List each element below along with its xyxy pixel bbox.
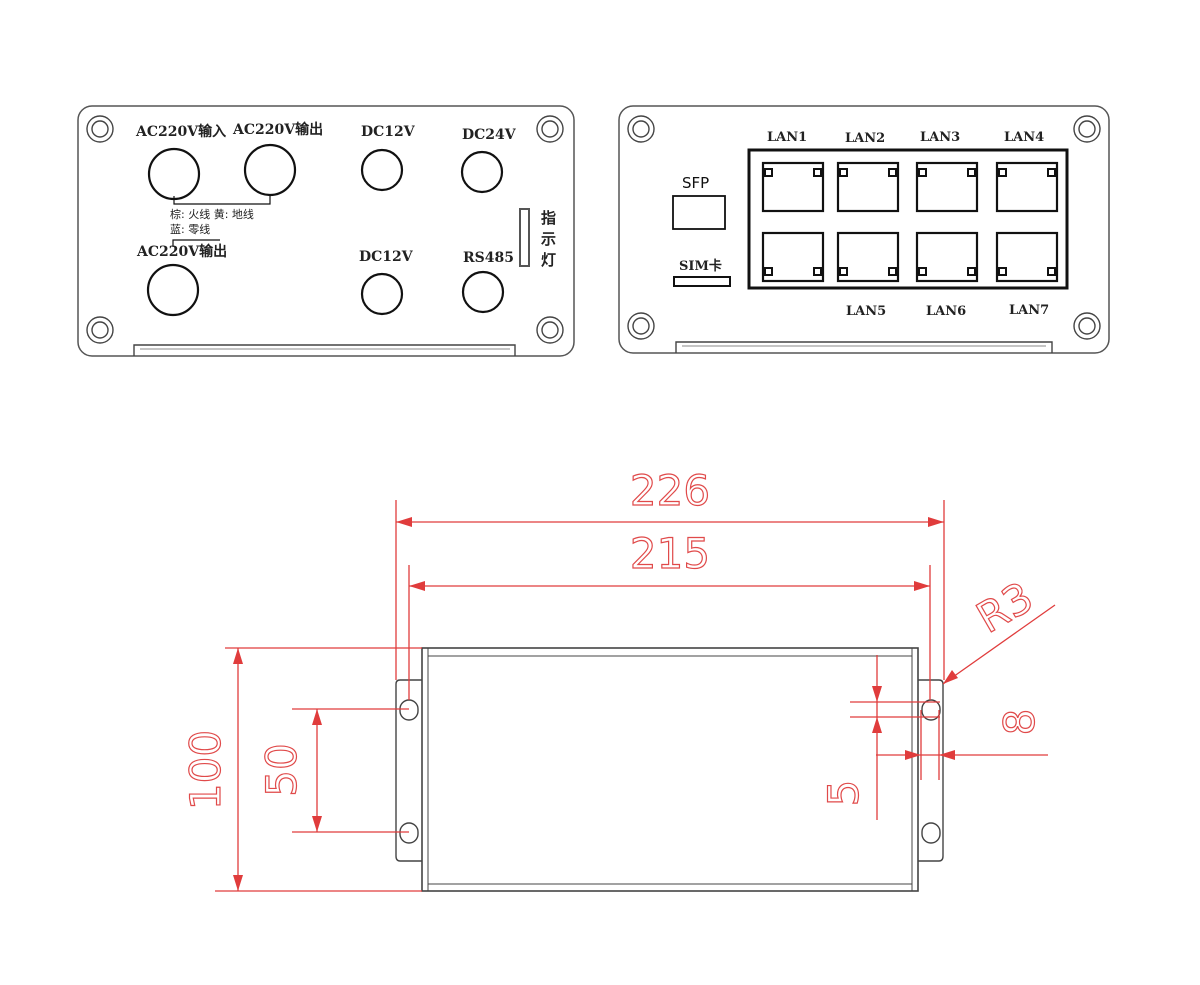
ac-input-connector [147,147,201,201]
left-panel: AC220V输入 AC220V输出 AC220V输出 DC12V DC24V D… [77,105,575,357]
right-mounting-ear [918,679,944,862]
lan1-label: LAN1 [767,130,807,145]
sim-slot [673,276,731,287]
dc24v-label: DC24V [462,127,517,143]
lan3-label: LAN3 [920,130,960,145]
lan5-label: LAN5 [846,304,886,319]
mount-hole-icon [86,115,114,143]
dim-226-value: 226 [630,466,710,515]
dim-r3-leader [942,604,1056,685]
indicator-label-3: 灯 [541,251,556,269]
mount-slot-icon [921,699,941,721]
dim-100-value: 100 [181,730,230,810]
sfp-label: SFP [682,174,709,192]
rs485-label: RS485 [463,250,514,266]
dim-8-value: 8 [995,709,1044,736]
rj45-port-icon [836,161,900,213]
rj45-port-icon [915,231,979,283]
ac-output-label: AC220V输出 [232,121,323,138]
enclosure-body [421,647,919,892]
mount-hole-icon [1073,115,1101,143]
rj45-port-icon [995,231,1059,283]
right-panel-rail [675,341,1053,353]
wiring-note-line1: 棕: 火线 黄: 地线 [170,207,254,221]
dim-r3-value: R3 [968,572,1041,642]
indicator-label-2: 示 [541,230,556,248]
left-mounting-ear [395,679,422,862]
lan-ports [761,161,1059,283]
lan2-label: LAN2 [845,131,885,146]
dc12v-connector [360,148,404,192]
wiring-note-line2: 蓝: 零线 [170,222,210,236]
left-panel-outline [77,105,575,357]
lan4-label: LAN4 [1004,130,1044,145]
dim-5-value: 5 [819,780,868,807]
dim-50-value: 50 [257,743,306,796]
left-panel-rail [133,344,516,356]
rj45-port-icon [915,161,979,213]
mount-slot-icon [921,822,941,844]
rs485-connector [461,270,505,314]
mount-slot-icon [399,699,419,721]
mount-hole-icon [627,115,655,143]
mount-hole-icon [86,316,114,344]
dc12v-label: DC12V [361,124,416,140]
rj45-port-icon [761,231,825,283]
ac-output-connector-2 [146,263,200,317]
indicator-light [519,208,530,267]
mount-hole-icon [627,312,655,340]
mount-hole-icon [536,316,564,344]
mount-hole-icon [536,115,564,143]
lan6-label: LAN6 [926,304,966,319]
ac-output-label-2: AC220V输出 [136,243,227,260]
rj45-port-icon [836,231,900,283]
rj45-port-icon [995,161,1059,213]
top-view-drawing: 226 215 R3 100 50 8 5 [180,465,1056,892]
dim-215-value: 215 [630,529,710,578]
ac-output-connector [243,143,297,197]
sfp-slot [672,195,726,230]
dc12v-label-2: DC12V [359,249,414,265]
mount-slot-icon [399,822,419,844]
dc24v-connector [460,150,504,194]
right-panel: SFP SIM卡 LAN1 LAN2 LAN3 LAN4 LAN5 LAN6 L… [618,105,1110,354]
sim-label: SIM卡 [679,258,722,274]
rj45-port-icon [761,161,825,213]
indicator-label-1: 指 [541,209,556,227]
dc12v-connector-2 [360,272,404,316]
ac-input-label: AC220V输入 [135,123,226,140]
mount-hole-icon [1073,312,1101,340]
lan7-label: LAN7 [1009,303,1049,318]
